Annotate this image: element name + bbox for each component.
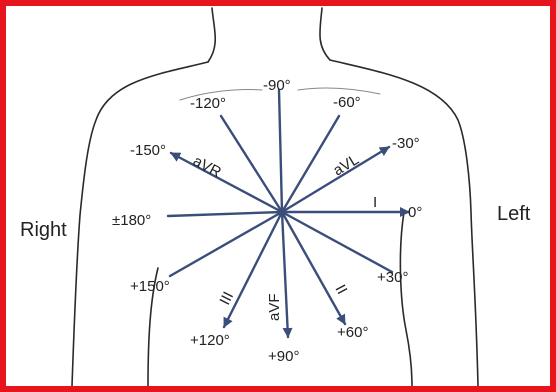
angle-label-plus60: +60°: [337, 324, 368, 341]
axis-center-dot: [278, 208, 286, 216]
angle-label-pm180: ±180°: [112, 212, 151, 229]
angle-label-minus150: -150°: [130, 142, 166, 159]
lead-label-I: I: [373, 194, 377, 211]
axis-minus120: [221, 116, 282, 212]
angle-label-minus120: -120°: [190, 95, 226, 112]
arm-right: [400, 212, 412, 386]
lead-axes: [168, 90, 409, 337]
hexaxial-reference-diagram: Right Left -90° -120° -60° -150° -30° ±1…: [6, 6, 550, 386]
right-side-label: Right: [20, 219, 67, 241]
axis-aVR: [171, 153, 282, 212]
lead-label-aVF: aVF: [266, 293, 283, 321]
angle-label-plus150: +150°: [130, 278, 170, 295]
angle-label-zero: 0°: [408, 204, 422, 221]
neck-right: [320, 8, 330, 60]
angle-label-minus30: -30°: [392, 135, 420, 152]
axis-minus90: [279, 90, 282, 212]
axis-pm180: [168, 212, 282, 216]
angle-label-minus90: -90°: [263, 77, 291, 94]
neck-left: [208, 8, 215, 62]
lead-label-aVR: aVR: [190, 153, 224, 182]
angle-label-plus90: +90°: [268, 348, 299, 365]
left-side-label: Left: [497, 203, 531, 225]
torso-outline: [72, 8, 478, 386]
lead-label-aVL: aVL: [330, 151, 362, 179]
angle-label-minus60: -60°: [333, 94, 361, 111]
lead-label-II: II: [331, 282, 350, 297]
angle-label-plus30: +30°: [377, 269, 408, 286]
angle-label-plus120: +120°: [190, 332, 230, 349]
